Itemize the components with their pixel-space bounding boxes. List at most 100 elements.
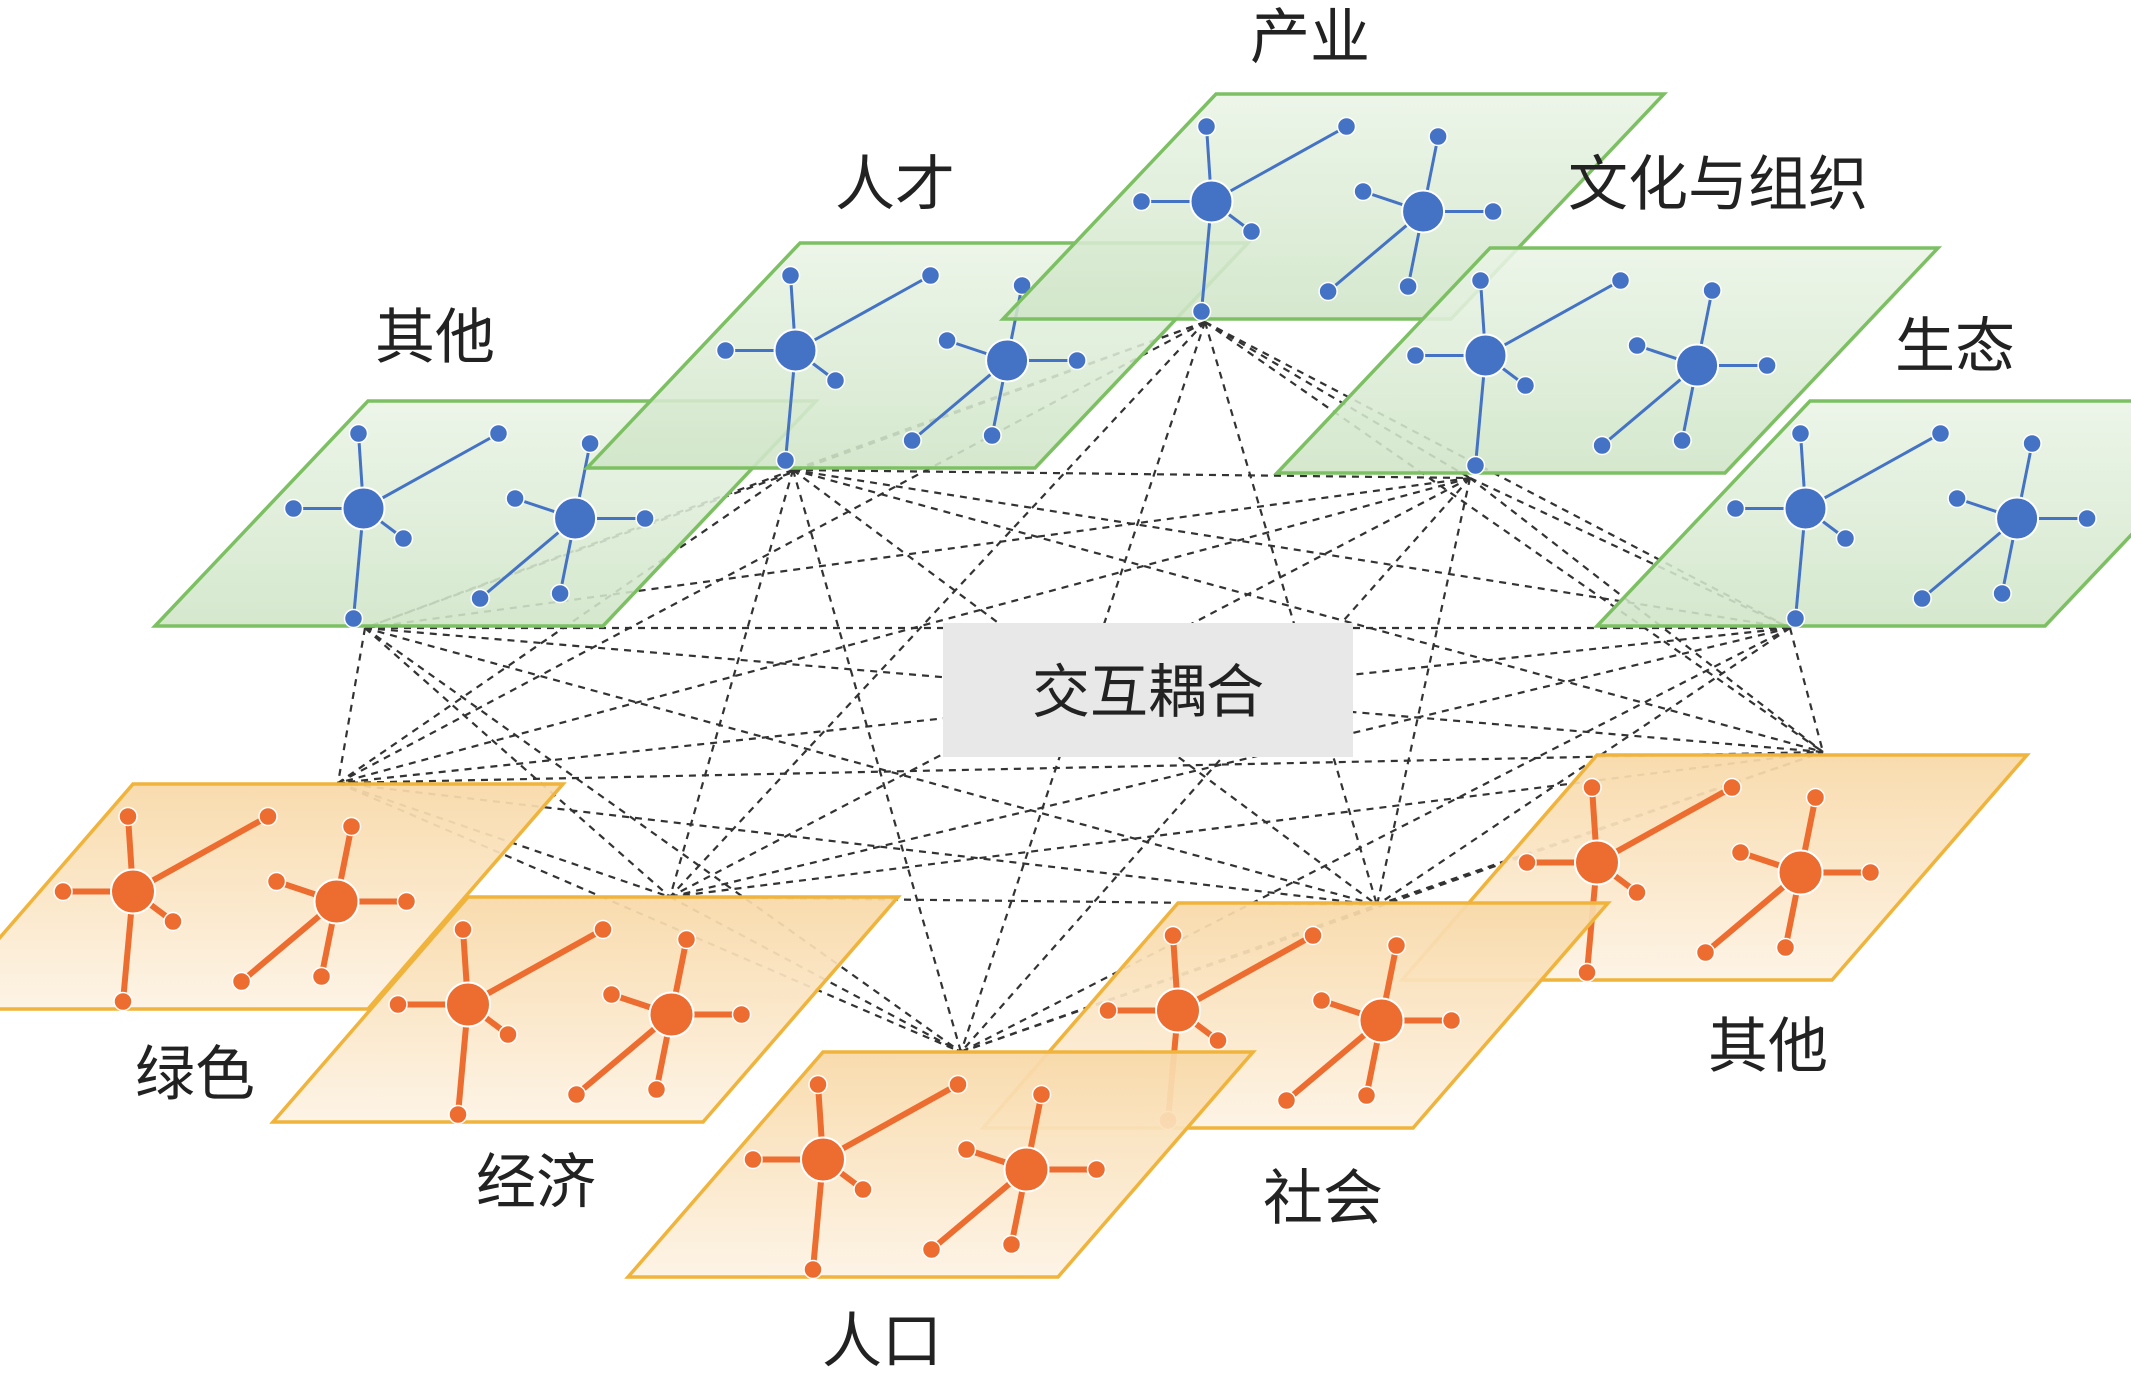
plane-rencai-cluster2-leaf-2 — [982, 425, 1002, 446]
plane-qita-top-cluster1-leaf-3 — [343, 608, 364, 629]
plane-renkou-surface — [624, 1050, 1257, 1279]
coupling-link-5 — [669, 321, 1206, 898]
plane-jingji-cluster2-leaf-1 — [731, 1004, 752, 1025]
coupling-link-25 — [336, 627, 367, 784]
plane-shengtai-cluster1-hub — [1783, 486, 1828, 531]
plane-shengtai-cluster1-leaf-3 — [1785, 608, 1806, 629]
plane-qita-bot-cluster2-leaf-4 — [1695, 942, 1716, 963]
plane-rencai-cluster2-hub — [985, 338, 1030, 383]
coupling-link-22 — [1375, 477, 1472, 906]
plane-wenhua-cluster2-hub — [1675, 343, 1720, 388]
plane-renkou-cluster1-leaf-1 — [743, 1149, 763, 1170]
plane-jingji-surface — [269, 895, 902, 1124]
plane-shengtai-cluster2-leaf-3 — [1947, 488, 1967, 509]
layer-labels: 产业 人才 文化与组织 其他 生态 绿色 经济 人口 社会 其他 — [135, 3, 2015, 1374]
coupling-link-28 — [364, 626, 1378, 907]
plane-lvse-cluster1-leaf-0 — [118, 806, 138, 827]
plane-shengtai-cluster2-hub — [1995, 496, 2040, 541]
coupling-link-33 — [1376, 627, 1791, 906]
plane-qita-top-cluster2-leaf-4 — [470, 588, 490, 609]
plane-lvse-cluster1-leaf-2 — [163, 911, 183, 932]
plane-shengtai-cluster1-leaf-2 — [1835, 528, 1856, 549]
plane-qita-bot-cluster2-leaf-2 — [1775, 937, 1796, 958]
plane-shengtai — [1592, 399, 2131, 629]
plane-chanye-cluster2-hub — [1401, 189, 1446, 234]
coupling-link-19 — [337, 476, 1471, 785]
plane-shengtai-cluster1-leaf-0 — [1790, 423, 1811, 444]
plane-shehui-cluster1-leaf-1 — [1098, 1000, 1118, 1021]
plane-jingji-cluster1-leaf-1 — [388, 994, 408, 1015]
plane-wenhua-cluster1-leaf-1 — [1405, 345, 1426, 366]
plane-chanye-cluster1-leaf-0 — [1196, 116, 1217, 137]
plane-qita-bot-cluster2-leaf-0 — [1805, 787, 1826, 808]
plane-rencai-cluster1-edge-4 — [794, 274, 932, 352]
plane-qita-top-cluster2-leaf-1 — [635, 508, 655, 529]
center-label: 交互耦合 — [1032, 658, 1264, 726]
plane-jingji-cluster2-hub — [648, 991, 695, 1038]
plane-rencai-cluster1-leaf-4 — [920, 265, 941, 286]
plane-qita-top-cluster2-leaf-0 — [580, 433, 600, 454]
coupling-link-9 — [792, 468, 1471, 480]
plane-wenhua-cluster1-leaf-0 — [1470, 270, 1491, 291]
plane-wenhua-cluster1-leaf-4 — [1610, 270, 1631, 291]
plane-lvse-cluster2-leaf-0 — [341, 816, 362, 837]
plane-shehui-cluster2-leaf-2 — [1356, 1085, 1377, 1106]
plane-wenhua-cluster1-leaf-3 — [1465, 455, 1486, 476]
plane-renkou-cluster1-leaf-0 — [808, 1074, 828, 1095]
plane-wenhua-cluster2-leaf-4 — [1592, 435, 1612, 456]
plane-shehui-cluster2-leaf-0 — [1386, 935, 1407, 956]
plane-jingji-cluster2-leaf-4 — [566, 1084, 587, 1105]
plane-qita-bot-cluster1-leaf-2 — [1627, 882, 1647, 903]
plane-renkou-cluster2-leaf-0 — [1031, 1084, 1052, 1105]
plane-wenhua-surface — [1272, 246, 1943, 475]
plane-shengtai-surface — [1592, 399, 2131, 628]
plane-qita-bot-cluster2-leaf-1 — [1860, 862, 1881, 883]
plane-lvse-cluster1-hub — [110, 868, 156, 915]
plane-lvse-surface — [0, 782, 567, 1011]
plane-shehui-cluster1-edge-4 — [1176, 932, 1315, 1014]
plane-chanye-cluster2-leaf-4 — [1318, 281, 1338, 302]
coupling-link-7 — [1203, 321, 1379, 906]
plane-shehui-cluster2-leaf-3 — [1311, 990, 1332, 1011]
plane-qita-bot-cluster2-hub — [1777, 849, 1824, 896]
plane-qita-bot-cluster1-leaf-0 — [1582, 777, 1602, 798]
coupling-link-34 — [1788, 627, 1825, 753]
plane-qita-top-cluster1-leaf-0 — [348, 423, 369, 444]
plane-lvse-cluster2-leaf-2 — [311, 966, 332, 987]
plane-jingji-cluster2-leaf-2 — [646, 1079, 667, 1100]
plane-qita-bot-cluster1-hub — [1574, 839, 1620, 886]
plane-jingji-cluster1-leaf-0 — [453, 919, 473, 940]
plane-shehui-cluster2-hub — [1358, 997, 1405, 1044]
plane-renkou-cluster2-leaf-2 — [1001, 1234, 1022, 1255]
plane-qita-bot-cluster2-leaf-3 — [1730, 842, 1751, 863]
label-rencai: 人才 — [835, 150, 955, 220]
plane-chanye-cluster1-leaf-2 — [1241, 221, 1262, 242]
plane-lvse-cluster1-edge-4 — [131, 813, 270, 895]
plane-wenhua-cluster2-leaf-3 — [1627, 335, 1647, 356]
plane-renkou-cluster2-leaf-3 — [956, 1139, 977, 1160]
plane-chanye-cluster1-leaf-1 — [1131, 191, 1152, 212]
plane-shengtai-cluster2-leaf-4 — [1912, 588, 1932, 609]
plane-shehui-cluster1-leaf-4 — [1303, 925, 1323, 946]
plane-shengtai-cluster1-leaf-4 — [1930, 423, 1951, 444]
plane-shengtai-cluster1-edge-4 — [1804, 432, 1942, 510]
plane-jingji-cluster1-hub — [445, 981, 491, 1028]
plane-shehui-cluster2-leaf-4 — [1276, 1090, 1297, 1111]
coupling-link-31 — [669, 626, 1791, 899]
plane-chanye-cluster1-leaf-3 — [1191, 301, 1212, 322]
label-renkou: 人口 — [822, 1307, 942, 1374]
plane-wenhua — [1272, 246, 1943, 476]
plane-shengtai-cluster2-leaf-0 — [2022, 433, 2042, 454]
coupling-link-13 — [668, 469, 795, 898]
plane-lvse-cluster2-leaf-3 — [266, 871, 287, 892]
plane-lvse — [0, 782, 567, 1012]
plane-shengtai-cluster1-leaf-1 — [1725, 498, 1746, 519]
label-shehui: 社会 — [1263, 1164, 1383, 1234]
plane-wenhua-cluster1-hub — [1463, 333, 1508, 378]
plane-lvse-cluster1-leaf-1 — [53, 881, 73, 902]
label-wenhua: 文化与组织 — [1568, 150, 1868, 220]
plane-wenhua-cluster1-edge-4 — [1484, 279, 1622, 357]
plane-renkou — [624, 1050, 1257, 1280]
plane-chanye-cluster2-leaf-0 — [1428, 126, 1448, 147]
